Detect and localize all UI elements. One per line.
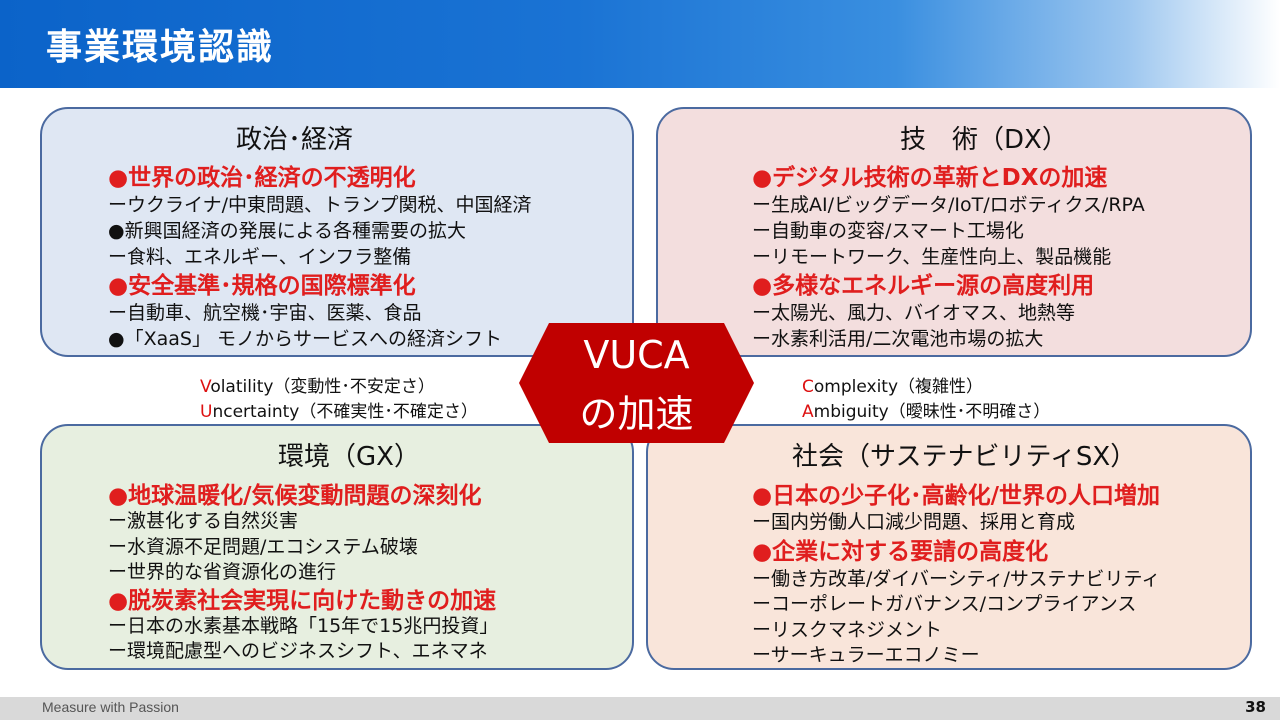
- bullet-item: ー日本の水素基本戦略「15年で15兆円投資」: [108, 615, 499, 637]
- bullet-item: ーリスクマネジメント: [752, 619, 943, 641]
- bullet-heading: ●日本の少子化･高齢化/世界の人口増加: [752, 483, 1160, 509]
- bullet-item: ●新興国経済の発展による各種需要の拡大: [108, 220, 467, 242]
- quadrant-politics-economy: 政治･経済 ●世界の政治･経済の不透明化 ーウクライナ/中東問題、トランプ関税、…: [40, 107, 634, 357]
- quadrant-title: 環境（GX）: [278, 442, 420, 472]
- bullet-item: ー水資源不足問題/エコシステム破壊: [108, 536, 418, 558]
- bullet-item: ーサーキュラーエコノミー: [752, 644, 980, 666]
- bullet-heading: ●地球温暖化/気候変動問題の深刻化: [108, 483, 482, 509]
- bullet-item: ー世界的な省資源化の進行: [108, 561, 337, 583]
- term-rest: olatility（変動性･不安定さ）: [210, 377, 435, 397]
- bullet-item: ー太陽光、風力、バイオマス、地熱等: [752, 302, 1076, 324]
- term-uncertainty: Uncertainty（不確実性･不確定さ）: [200, 397, 478, 422]
- bullet-item: ー働き方改革/ダイバーシティ/サステナビリティ: [752, 568, 1161, 590]
- quadrant-title: 社会（サステナビリティSX）: [792, 442, 1137, 472]
- term-volatility: Volatility（変動性･不安定さ）: [200, 372, 435, 397]
- bullet-item: ー食料、エネルギー、インフラ整備: [108, 246, 412, 268]
- term-initial: V: [200, 377, 211, 397]
- bullet-item: ーコーポレートガバナンス/コンプライアンス: [752, 593, 1137, 615]
- bullet-item: ●「XaaS」 モノからサービスへの経済シフト: [108, 328, 502, 350]
- bullet-heading: ●デジタル技術の革新とDXの加速: [752, 165, 1108, 191]
- bullet-heading: ●多様なエネルギー源の高度利用: [752, 273, 1095, 299]
- bullet-item: ー国内労働人口減少問題、採用と育成: [752, 511, 1076, 533]
- bullet-item: ー自動車、航空機･宇宙、医薬、食品: [108, 302, 422, 324]
- page-title: 事業環境認識: [46, 27, 275, 68]
- bullet-item: ーリモートワーク、生産性向上、製品機能: [752, 246, 1112, 268]
- bullet-item: ー自動車の変容/スマート工場化: [752, 220, 1024, 242]
- term-ambiguity: Ambiguity（曖昧性･不明確さ）: [802, 397, 1050, 422]
- header-divider: [0, 88, 1280, 96]
- quadrant-society-sx: 社会（サステナビリティSX） ●日本の少子化･高齢化/世界の人口増加 ー国内労働…: [646, 424, 1252, 670]
- vuca-title: VUCA: [583, 333, 690, 377]
- page-number: 38: [1245, 698, 1266, 716]
- term-rest: omplexity（複雑性）: [813, 377, 984, 397]
- header-bar: 事業環境認識: [0, 0, 1280, 90]
- vuca-subtitle: の加速: [579, 392, 694, 436]
- term-complexity: Complexity（複雑性）: [802, 372, 983, 397]
- term-initial: C: [802, 377, 814, 397]
- quadrant-title: 政治･経済: [236, 125, 354, 155]
- bullet-heading: ●企業に対する要請の高度化: [752, 539, 1049, 565]
- footer-bar: Measure with Passion 38: [0, 697, 1280, 720]
- quadrant-title: 技 術（DX）: [900, 125, 1068, 155]
- bullet-item: ー激甚化する自然災害: [108, 510, 299, 532]
- bullet-heading: ●世界の政治･経済の不透明化: [108, 165, 416, 191]
- bullet-item: ーウクライナ/中東問題、トランプ関税、中国経済: [108, 194, 532, 216]
- quadrant-environment-gx: 環境（GX） ●地球温暖化/気候変動問題の深刻化 ー激甚化する自然災害 ー水資源…: [40, 424, 634, 670]
- term-initial: A: [802, 402, 814, 422]
- quadrant-technology-dx: 技 術（DX） ●デジタル技術の革新とDXの加速 ー生成AI/ビッグデータ/Io…: [656, 107, 1252, 357]
- vuca-hexagon: VUCA の加速: [519, 323, 754, 443]
- term-rest: mbiguity（曖昧性･不明確さ）: [813, 402, 1051, 422]
- footer-tagline: Measure with Passion: [42, 699, 179, 715]
- term-rest: ncertainty（不確実性･不確定さ）: [212, 402, 478, 422]
- term-initial: U: [200, 402, 213, 422]
- hexagon-shape: [519, 323, 754, 443]
- bullet-heading: ●脱炭素社会実現に向けた動きの加速: [108, 588, 497, 614]
- bullet-heading: ●安全基準･規格の国際標準化: [108, 273, 416, 299]
- bullet-item: ー生成AI/ビッグデータ/IoT/ロボティクス/RPA: [752, 194, 1145, 216]
- bullet-item: ー水素利活用/二次電池市場の拡大: [752, 328, 1044, 350]
- bullet-item: ー環境配慮型へのビジネスシフト、エネマネ: [108, 640, 488, 662]
